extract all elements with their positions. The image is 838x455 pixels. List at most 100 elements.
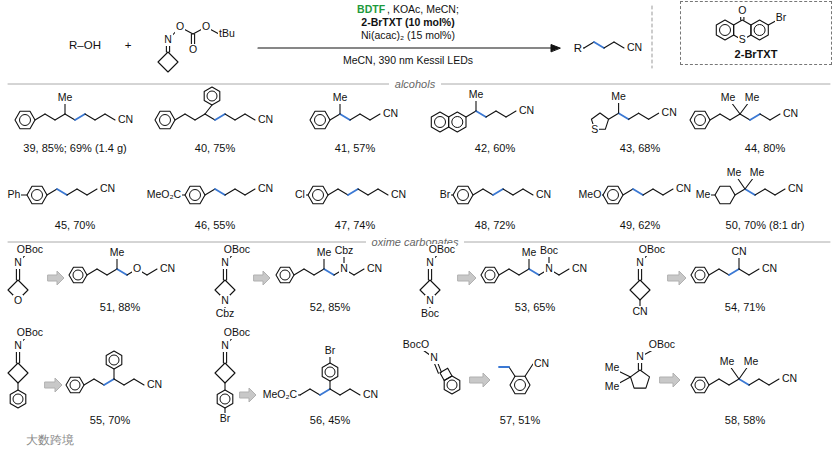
scheme-arrow bbox=[240, 388, 256, 402]
bond-line bbox=[205, 105, 212, 114]
bond-line bbox=[623, 189, 633, 195]
atom-label: OBoc bbox=[638, 244, 666, 256]
atom-label: Boc bbox=[420, 308, 440, 320]
atom-label: MeO₂C bbox=[146, 189, 182, 201]
ring-line bbox=[27, 186, 47, 203]
atom-label: OBoc bbox=[223, 327, 251, 339]
bond-line bbox=[483, 189, 493, 195]
bond-line bbox=[749, 379, 759, 385]
atom-label: CN bbox=[257, 114, 274, 126]
bond-line bbox=[775, 189, 785, 195]
atom-label: Me bbox=[744, 92, 761, 104]
scheme-arrow bbox=[254, 271, 270, 285]
bond-line bbox=[55, 114, 65, 120]
compound-label: 42, 60% bbox=[474, 142, 516, 154]
bond-line bbox=[104, 379, 114, 385]
ring-line bbox=[308, 186, 328, 203]
ring-line bbox=[204, 87, 220, 105]
atom-label: CN bbox=[99, 183, 116, 195]
scheme-arrow bbox=[48, 271, 64, 285]
bond-line bbox=[760, 114, 770, 120]
bond-line bbox=[509, 269, 519, 275]
atom-label: Me bbox=[109, 247, 126, 259]
aromatic-circle bbox=[313, 190, 324, 201]
aromatic-circle bbox=[447, 380, 457, 390]
section-heading: alcohols bbox=[389, 78, 441, 90]
bond-line bbox=[47, 189, 57, 195]
bond-line bbox=[709, 379, 719, 385]
scheme-text: R bbox=[573, 42, 583, 55]
compound-label: 39, 85%; 69% (1.4 g) bbox=[22, 142, 127, 154]
aromatic-circle bbox=[220, 394, 230, 404]
aromatic-circle bbox=[20, 115, 31, 126]
aromatic-circle bbox=[70, 380, 80, 390]
atom-label: CN bbox=[675, 183, 692, 195]
aromatic-circle bbox=[325, 367, 335, 377]
compound-label: 53, 65% bbox=[514, 301, 556, 313]
atom-label: Me bbox=[695, 189, 712, 201]
aromatic-circle bbox=[695, 270, 705, 280]
atom-label: Ph bbox=[7, 189, 22, 201]
atom-label: N bbox=[425, 257, 435, 269]
atom-label: Me bbox=[726, 167, 743, 179]
bond-line bbox=[324, 269, 334, 275]
aromatic-circle bbox=[458, 190, 469, 201]
compound-label: 45, 70% bbox=[54, 219, 96, 231]
atom-label: O bbox=[175, 21, 185, 33]
catalyst-name: 2-BrTXT bbox=[685, 48, 827, 60]
aromatic-circle bbox=[207, 91, 217, 101]
bond-line bbox=[493, 189, 503, 195]
atom-label: Me bbox=[316, 247, 333, 259]
bond-line bbox=[476, 111, 486, 117]
ring-line bbox=[603, 186, 623, 203]
ring-line bbox=[444, 376, 460, 394]
ring-line bbox=[431, 112, 448, 132]
ring-line bbox=[715, 186, 735, 203]
reaction-arrow bbox=[258, 47, 553, 48]
ring-line bbox=[276, 267, 294, 283]
bond-line bbox=[559, 269, 569, 275]
atom-label: MeO bbox=[578, 189, 603, 201]
atom-label: OBoc bbox=[428, 244, 456, 256]
ring-line bbox=[217, 390, 233, 408]
bond-line bbox=[97, 269, 107, 275]
bond-line bbox=[205, 114, 215, 120]
atom-label: O bbox=[201, 21, 211, 33]
compound-label: 54, 71% bbox=[724, 301, 766, 313]
bond-line bbox=[750, 114, 760, 120]
atom-label: CN bbox=[366, 263, 383, 275]
atom-label: N bbox=[635, 351, 645, 363]
bond-line bbox=[320, 389, 330, 395]
scheme-arrow bbox=[458, 271, 476, 285]
bond-line bbox=[224, 383, 225, 390]
atom-label: Me bbox=[720, 92, 737, 104]
aromatic-circle bbox=[695, 380, 705, 390]
atom-label: O bbox=[737, 5, 747, 17]
atom-label: CN bbox=[730, 246, 747, 258]
bond-line bbox=[499, 269, 509, 275]
bond-line bbox=[87, 189, 97, 195]
atom-label: Me bbox=[749, 167, 766, 179]
bond-line bbox=[609, 113, 619, 119]
bond-line bbox=[235, 189, 245, 195]
atom-label: Cbz bbox=[215, 308, 236, 320]
bond-line bbox=[719, 269, 729, 275]
bond-line bbox=[114, 379, 124, 385]
atom-label: CN bbox=[257, 183, 274, 195]
bond-line bbox=[466, 111, 476, 117]
compound-label: 46, 55% bbox=[194, 219, 236, 231]
aromatic-circle bbox=[280, 270, 290, 280]
atom-label: CN bbox=[781, 373, 798, 385]
bond-line bbox=[740, 114, 750, 120]
bond-line bbox=[649, 113, 659, 119]
ring-line bbox=[66, 377, 84, 393]
bond-line bbox=[350, 389, 360, 395]
atom-label: Me bbox=[604, 362, 621, 374]
aromatic-circle bbox=[695, 115, 706, 126]
ring-line bbox=[69, 267, 87, 283]
atom-label: N bbox=[220, 340, 230, 352]
aromatic-circle bbox=[515, 380, 526, 391]
compound-label: 56, 45% bbox=[309, 414, 351, 426]
atom-label: CN bbox=[390, 189, 407, 201]
atom-label: Br bbox=[439, 189, 452, 201]
